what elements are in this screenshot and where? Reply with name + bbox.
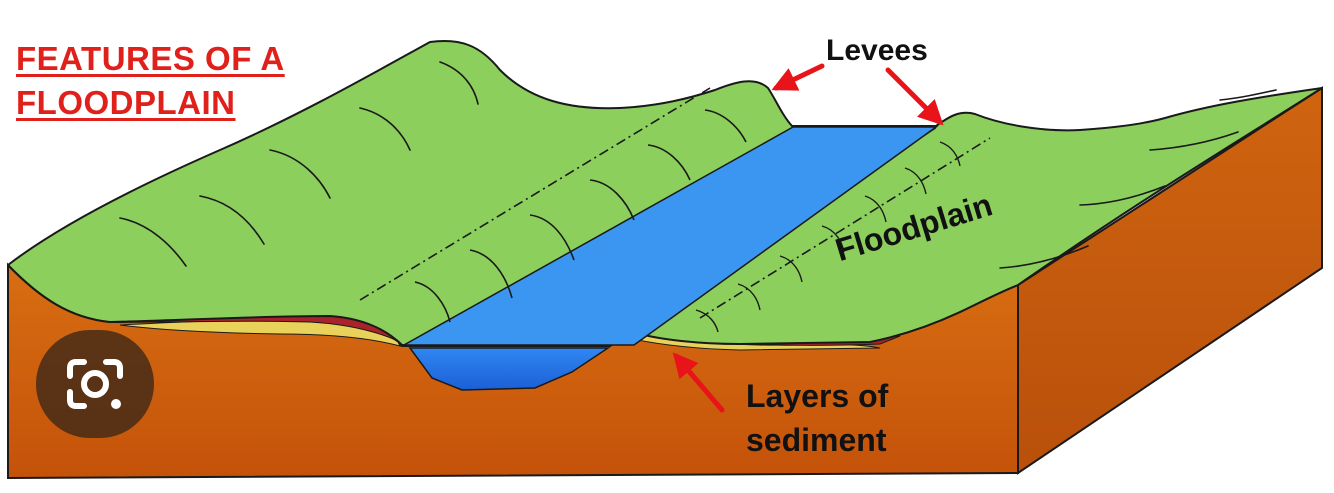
label-levees: Levees (826, 34, 928, 67)
hillside-strokes-left (119, 61, 479, 267)
levee-boundary-right (699, 137, 991, 319)
channel-water-section (408, 347, 611, 391)
label-layers-of: Layers of (746, 378, 889, 414)
levee-arrow-left (771, 63, 825, 91)
levee-boundary-left (359, 87, 711, 301)
diagram-title-line-2: FLOODPLAIN (16, 84, 236, 121)
river-surface (401, 126, 939, 346)
label-sediment: sediment (746, 422, 887, 458)
visual-search-lens-icon (67, 359, 123, 409)
levee-ridges-right (695, 141, 961, 333)
diagram-title-line-1: FEATURES OF A (16, 40, 285, 77)
terrain-strokes-right (999, 89, 1277, 269)
levees-arrows (771, 63, 944, 126)
visual-search-button[interactable] (36, 330, 154, 438)
levee-ridges-left (414, 109, 747, 323)
sediment-arrow (672, 352, 725, 413)
levee-arrow-right (885, 67, 944, 126)
